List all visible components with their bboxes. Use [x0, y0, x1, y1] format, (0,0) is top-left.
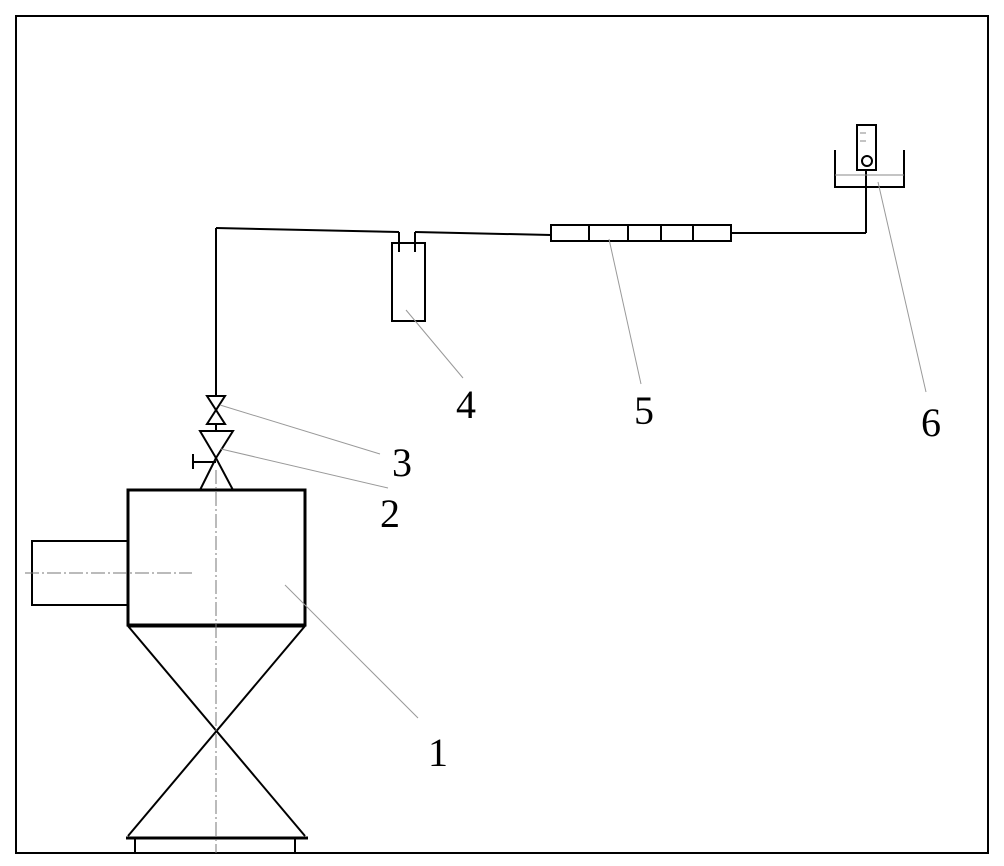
component-6-beaker	[834, 124, 905, 188]
small-valve-lower-triangle	[205, 408, 227, 425]
piping	[215, 170, 867, 396]
label-5: 5	[634, 388, 654, 433]
label-6: 6	[921, 400, 941, 445]
tube-segment	[588, 224, 629, 242]
component-3-small-valve	[205, 395, 227, 431]
leader-1	[284, 584, 419, 719]
component-2-valve	[192, 430, 235, 491]
tube-segment	[550, 224, 590, 242]
component-4-bottle	[391, 242, 426, 322]
tube-segment	[660, 224, 694, 242]
pipe-bottle-to-tubes	[414, 231, 552, 236]
tube-segment	[692, 224, 732, 242]
leader-2	[220, 448, 389, 489]
pipe-to-bottle	[215, 227, 400, 233]
component-1-vessel	[25, 470, 308, 853]
tube-segment	[627, 224, 662, 242]
leader-3	[219, 404, 381, 455]
leader-5	[608, 238, 642, 385]
diagram-frame	[15, 15, 989, 854]
beaker-outline	[834, 150, 905, 188]
valve-upper-triangle	[198, 430, 235, 460]
bottle-body	[391, 242, 426, 322]
component-5-tubes	[550, 224, 732, 242]
leader-lines	[219, 181, 927, 719]
leader-6	[877, 181, 927, 393]
leader-4	[405, 309, 464, 379]
label-1: 1	[428, 730, 448, 775]
flowmeter-float	[861, 155, 873, 167]
small-valve-upper-triangle	[205, 395, 227, 412]
label-4: 4	[456, 382, 476, 427]
component-labels: 1 2 3 4 5 6	[380, 382, 941, 775]
label-3: 3	[392, 440, 412, 485]
flowmeter-tube	[856, 124, 877, 171]
valve-lower-triangle	[198, 455, 235, 491]
label-2: 2	[380, 491, 400, 536]
